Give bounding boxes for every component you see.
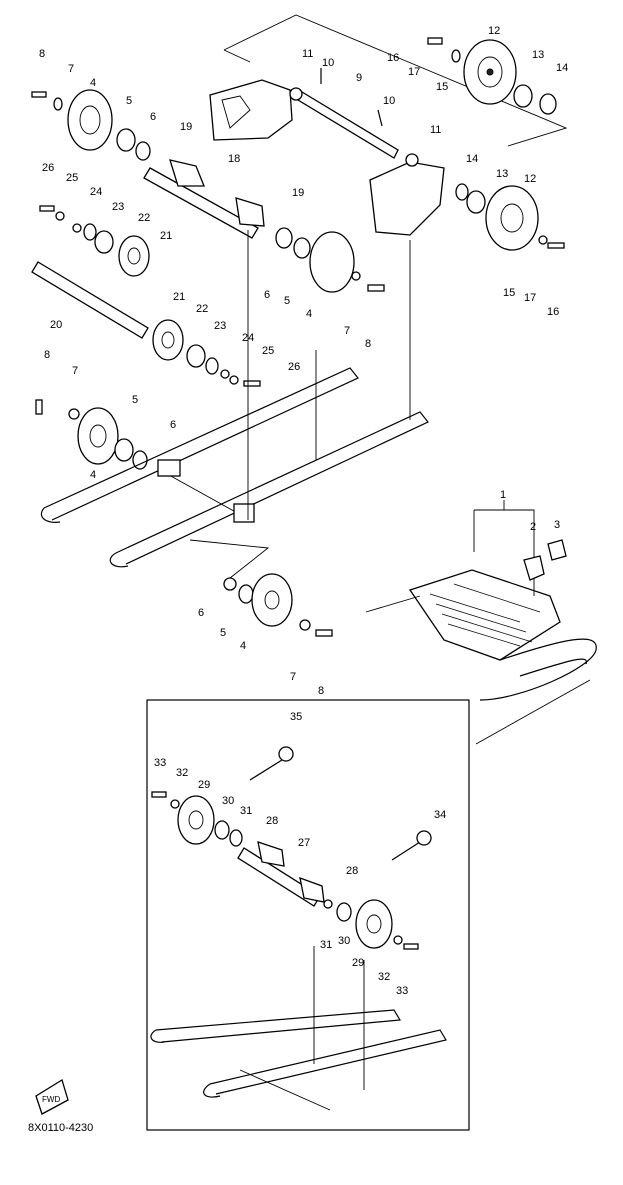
callout-label: 31: [240, 805, 252, 817]
callout-label: 34: [434, 809, 446, 821]
callout-label: 2: [530, 521, 536, 533]
callout-label: 17: [408, 66, 420, 78]
callout-label: 23: [112, 201, 124, 213]
callout-label: 29: [198, 779, 210, 791]
callout-label: 4: [306, 308, 312, 320]
callout-label: 7: [344, 325, 350, 337]
callout-label: 4: [240, 640, 246, 652]
callout-label: 31: [320, 939, 332, 951]
callout-label: 1: [500, 489, 506, 501]
lower-wheel-group: [35, 230, 429, 637]
callout-label: 8: [39, 48, 45, 60]
callout-label: 16: [547, 306, 559, 318]
callout-label: 28: [266, 815, 278, 827]
callout-label: 4: [90, 469, 96, 481]
callout-label: 8: [44, 349, 50, 361]
callout-label: 7: [290, 671, 296, 683]
callout-label: 32: [378, 971, 390, 983]
callout-label: 27: [298, 837, 310, 849]
callout-label: 19: [180, 121, 192, 133]
track-assembly: [365, 500, 597, 745]
callout-label: 19: [292, 187, 304, 199]
callout-label: 33: [154, 757, 166, 769]
callout-label: 6: [198, 607, 204, 619]
callout-label: 25: [66, 172, 78, 184]
callout-label: 13: [532, 49, 544, 61]
callout-label: 6: [150, 111, 156, 123]
callout-label: 7: [68, 63, 74, 75]
callout-label: 20: [50, 319, 62, 331]
callout-label: 5: [126, 95, 132, 107]
callout-label: 26: [42, 162, 54, 174]
callout-label: 35: [290, 711, 302, 723]
callout-label: 24: [90, 186, 102, 198]
callout-label: 21: [160, 230, 172, 242]
callout-label: 12: [488, 25, 500, 37]
part-code: 8X0110-4230: [28, 1122, 94, 1134]
callout-label: 5: [132, 394, 138, 406]
callout-label: 29: [352, 957, 364, 969]
callout-label: 16: [387, 52, 399, 64]
callout-label: 10: [322, 57, 334, 69]
callout-label: 14: [466, 153, 478, 165]
callout-label: 11: [302, 48, 313, 60]
rear-axle-group: [209, 14, 568, 251]
callout-label: 15: [503, 287, 515, 299]
inset-assembly: [35, 699, 470, 1131]
callout-label: 24: [242, 332, 254, 344]
callout-label: 25: [262, 345, 274, 357]
callout-layer: 8 7 4 5 6 19 11 10 9 10 16 17 15 12 13 1…: [39, 25, 568, 1104]
callout-label: 8: [365, 338, 371, 350]
callout-label: 6: [264, 289, 270, 301]
callout-label: 6: [170, 419, 176, 431]
callout-label: 5: [284, 295, 290, 307]
middle-idler-group: [31, 205, 261, 387]
callout-label: 30: [222, 795, 234, 807]
callout-label: 23: [214, 320, 226, 332]
callout-label: 7: [72, 365, 78, 377]
callout-label: 8: [318, 685, 324, 697]
callout-label: 21: [173, 291, 185, 303]
callout-label: 17: [524, 292, 536, 304]
callout-label: 22: [138, 212, 150, 224]
callout-label: 28: [346, 865, 358, 877]
callout-label: 11: [430, 124, 441, 136]
callout-label: 4: [90, 77, 96, 89]
callout-label: 15: [436, 81, 448, 93]
callout-label: 22: [196, 303, 208, 315]
upper-wheel-group: [31, 89, 385, 293]
callout-label: 5: [220, 627, 226, 639]
callout-label: 14: [556, 62, 568, 74]
callout-label: 10: [383, 95, 395, 107]
callout-label: 18: [228, 153, 240, 165]
callout-label: 3: [554, 519, 560, 531]
callout-label: 33: [396, 985, 408, 997]
callout-label: 30: [338, 935, 350, 947]
callout-label: 26: [288, 361, 300, 373]
callout-label: 32: [176, 767, 188, 779]
callout-label: 9: [356, 72, 362, 84]
callout-label: 13: [496, 168, 508, 180]
callout-label: 12: [524, 173, 536, 185]
fwd-label: FWD: [42, 1095, 60, 1104]
